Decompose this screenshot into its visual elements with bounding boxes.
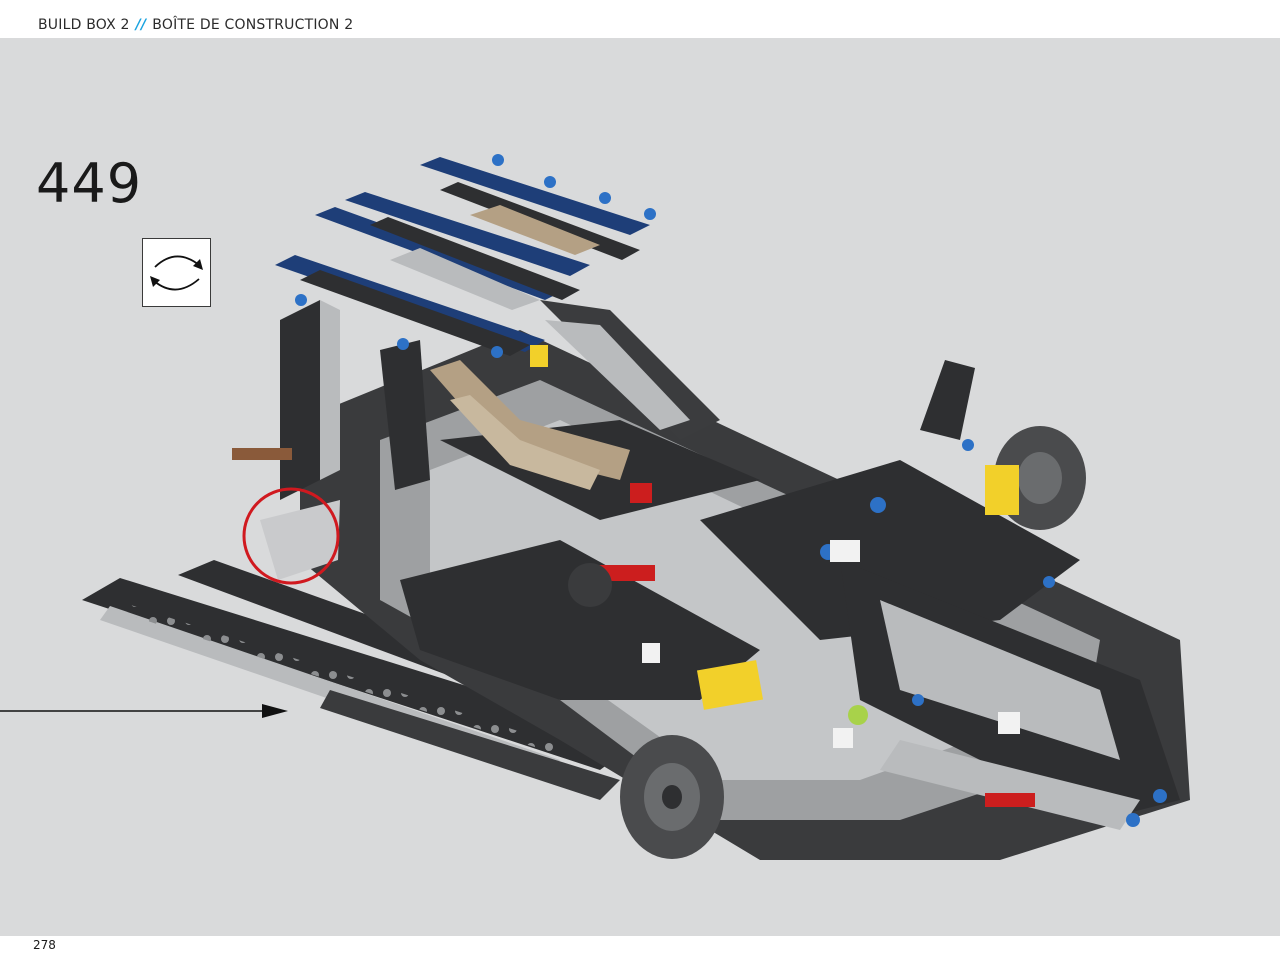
white-parts [642,540,1020,748]
left-tower [232,300,430,580]
rear-frame [540,300,975,440]
top-blue-beams [275,157,650,356]
page-number: 278 [33,938,56,952]
wheels [620,426,1086,859]
front-left-beams [82,560,640,800]
colored-parts [530,345,1035,807]
rotate-model-icon [142,238,211,307]
header-title-en: BUILD BOX 2 [38,17,130,33]
header-title-fr: BOÎTE DE CONSTRUCTION 2 [152,17,354,33]
header-title: BUILD BOX 2 // BOÎTE DE CONSTRUCTION 2 [38,17,353,33]
tan-beams [430,360,630,490]
pointer-arrow-icon [0,704,288,718]
header-separator: // [135,17,147,33]
model-illustration [0,154,1190,860]
page-footer [0,936,1280,974]
step-number: 449 [36,152,143,215]
chassis-base [300,330,1190,860]
callout-circle-icon [242,487,340,585]
page-header: BUILD BOX 2 // BOÎTE DE CONSTRUCTION 2 [0,0,1280,38]
